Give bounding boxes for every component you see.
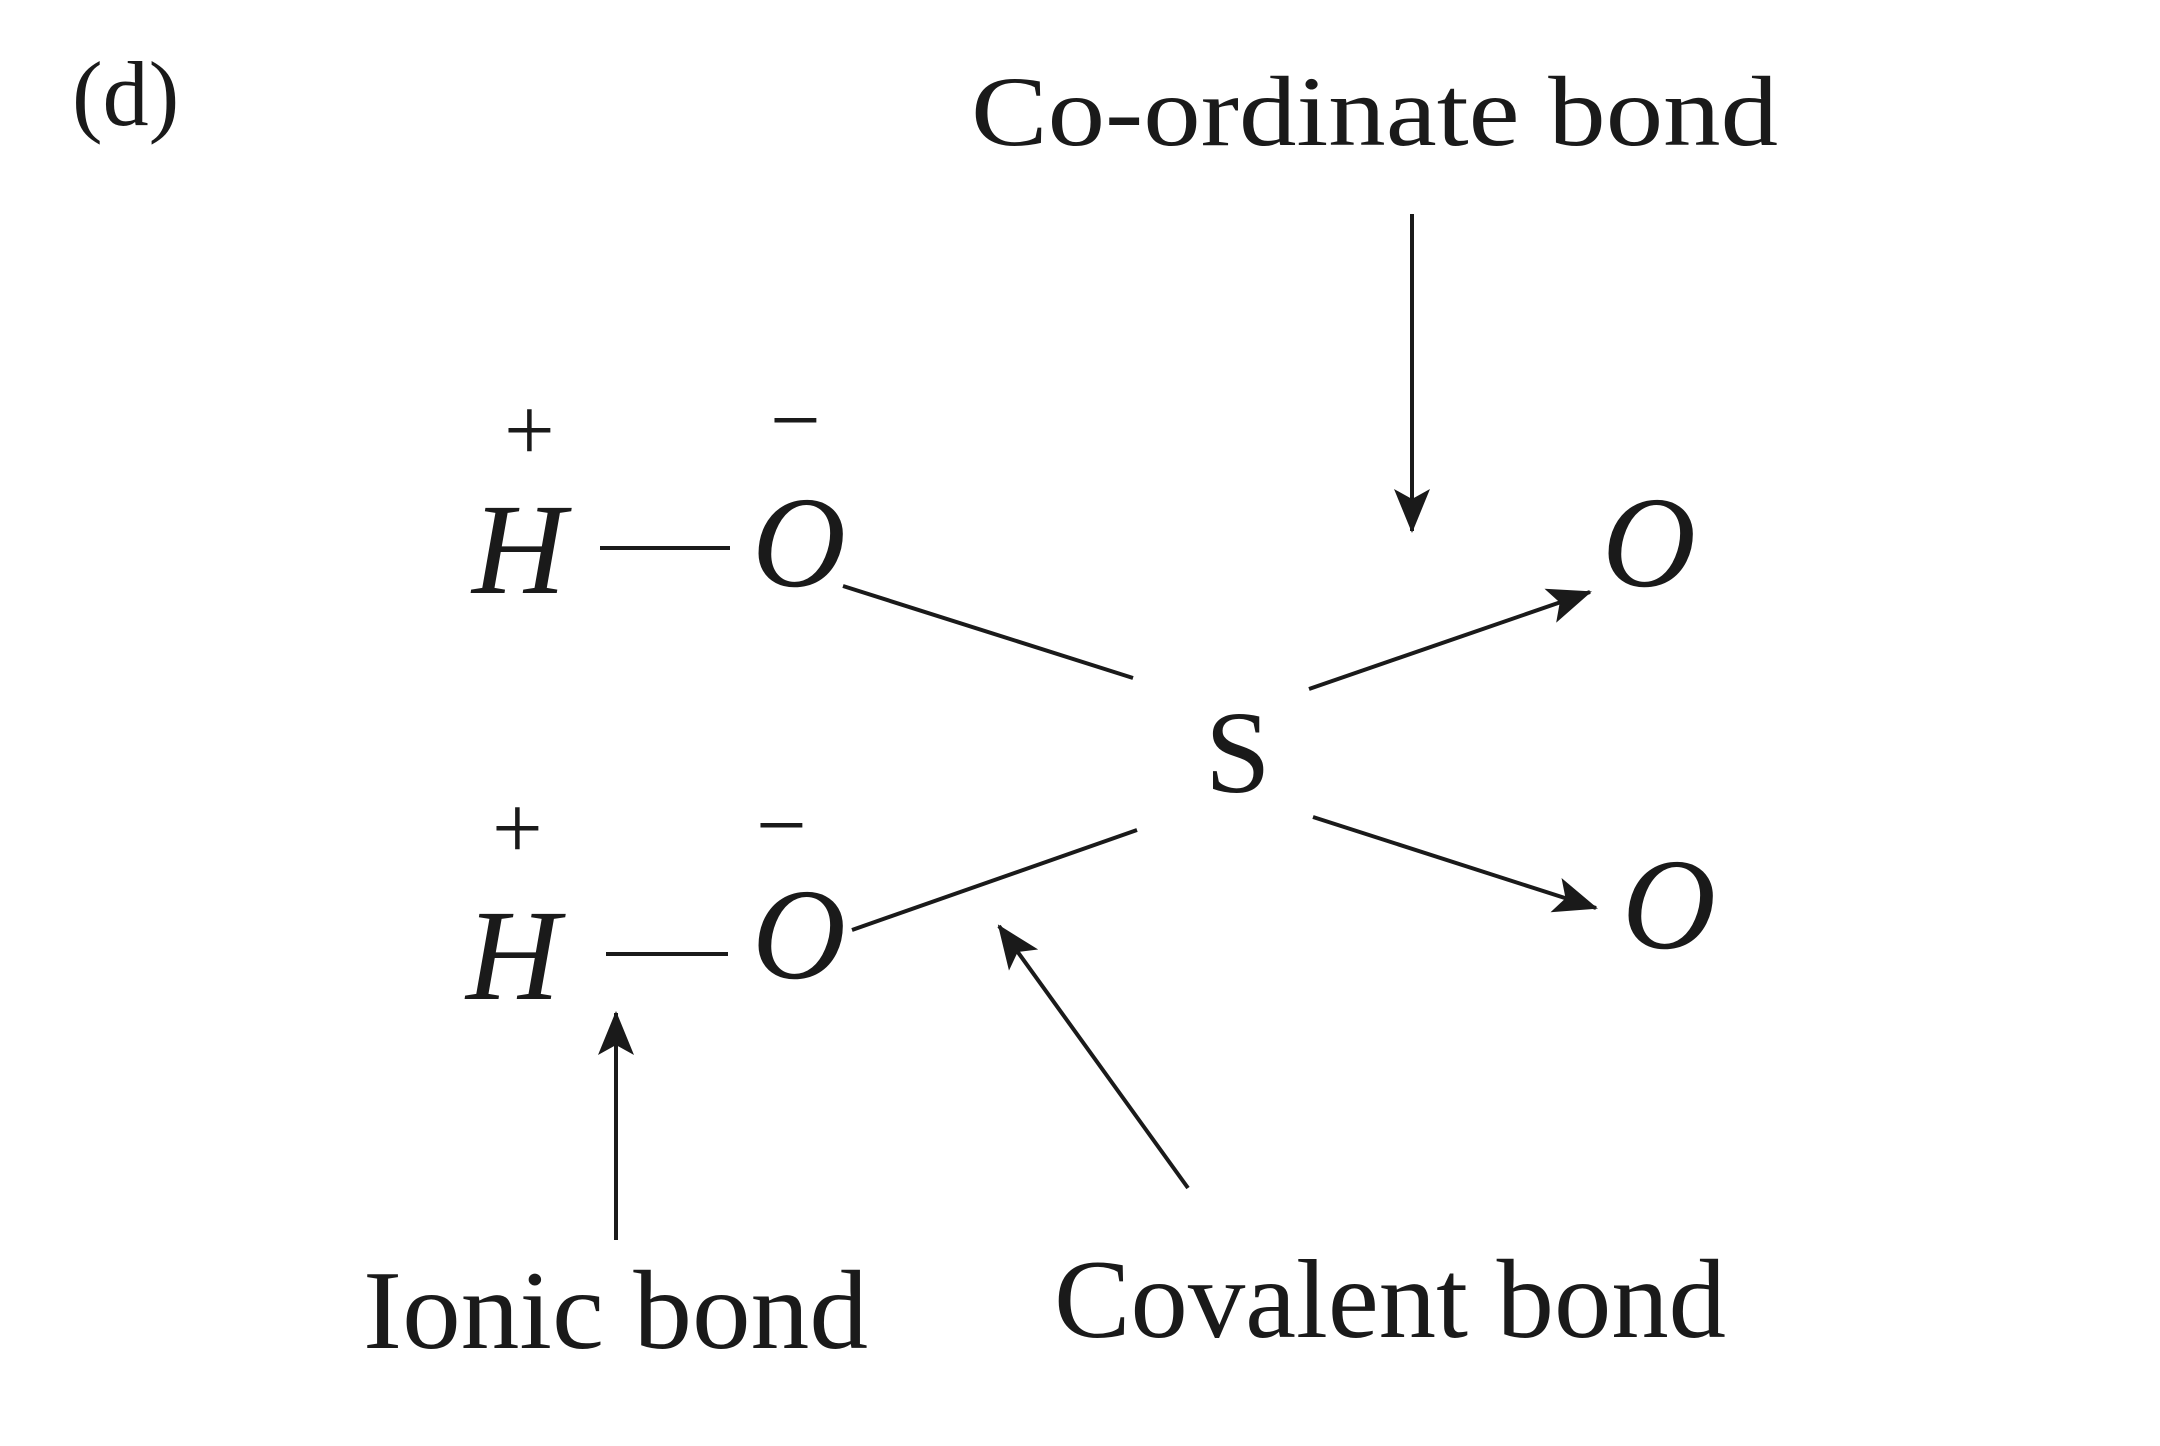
h-bottom-atom: H [464, 884, 566, 1028]
h-bottom-charge: + [492, 779, 543, 878]
o-right-top-atom: O [1602, 471, 1696, 615]
o-s-covalent-bond-bottom [851, 828, 1138, 932]
o-bottom-atom: O [752, 863, 846, 1007]
o-bottom-charge: − [756, 776, 807, 875]
o-right-bottom-atom: O [1622, 833, 1716, 977]
coordinate-bond-label: Co-ordinate bond [971, 56, 1778, 167]
part-label: (d) [72, 43, 179, 145]
o-top-charge: − [770, 371, 821, 470]
covalent-bond-pointer-arrow [997, 924, 1190, 1190]
o-top-atom: O [752, 471, 846, 615]
o-s-covalent-bond-top [842, 584, 1134, 680]
s-atom: S [1205, 687, 1271, 818]
s-o-coordinate-bond-bottom [1312, 815, 1598, 913]
covalent-bond-label: Covalent bond [1054, 1238, 1726, 1362]
s-o-coordinate-bond-top [1308, 588, 1592, 691]
h-top-charge: + [504, 381, 555, 480]
ionic-bond-label: Ionic bond [363, 1249, 868, 1373]
h-top-atom: H [470, 478, 572, 622]
